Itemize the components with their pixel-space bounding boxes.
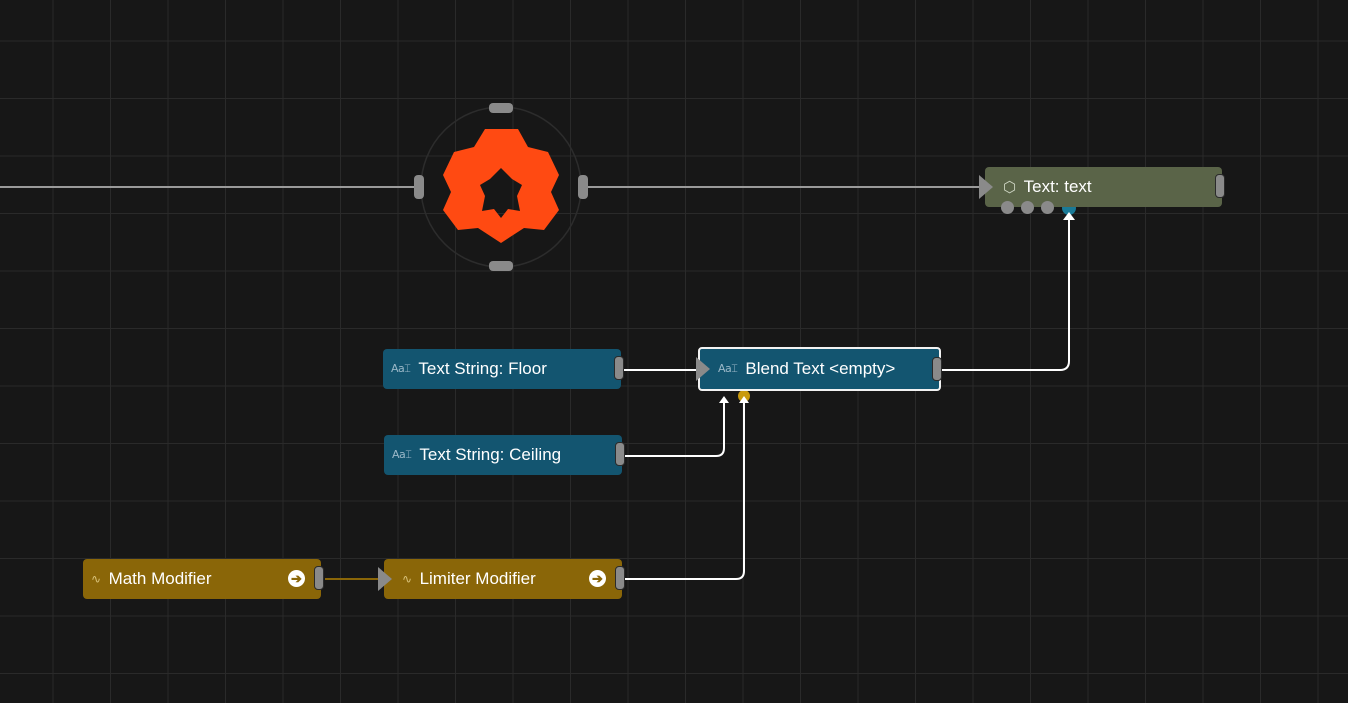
blend-port-limiter-arrow[interactable] [739, 396, 749, 403]
text-target-input-port[interactable] [979, 175, 993, 199]
logo-node[interactable] [414, 103, 588, 271]
blend-text-node[interactable]: Aa⌶ Blend Text <empty> [696, 347, 942, 391]
wire-ceiling-to-blend[interactable] [625, 403, 725, 457]
text-target-port-3[interactable] [1041, 201, 1054, 214]
text-string-floor-label: Text String: Floor [418, 359, 547, 378]
logo-handle-top[interactable] [489, 103, 513, 113]
text-target-port-2[interactable] [1021, 201, 1034, 214]
text-target-node[interactable]: ⬡ Text: text [979, 167, 1225, 214]
math-modifier-node[interactable]: ∿ Math Modifier ➔ [83, 559, 324, 599]
text-string-floor-node[interactable]: Aa⌶ Text String: Floor [383, 349, 624, 389]
arrow-right-icon[interactable]: ➔ [288, 570, 305, 587]
text-string-floor-output-port[interactable] [614, 356, 624, 380]
wave-icon: ∿ [402, 572, 412, 586]
limiter-modifier-label: Limiter Modifier [419, 569, 536, 588]
text-string-ceiling-output-port[interactable] [615, 442, 625, 466]
text-aa-icon: Aa⌶ [718, 362, 738, 375]
wave-icon: ∿ [91, 572, 101, 586]
text-string-ceiling-label: Text String: Ceiling [419, 445, 562, 464]
text-target-port-arrow[interactable] [1063, 212, 1075, 220]
limiter-modifier-input-port[interactable] [378, 567, 392, 591]
text-aa-icon: Aa⌶ [391, 362, 411, 375]
blend-text-output-port[interactable] [932, 357, 942, 381]
flower-logo-icon [420, 106, 582, 268]
text-target-output-port[interactable] [1215, 174, 1225, 198]
limiter-modifier-output-port[interactable] [615, 566, 625, 590]
limiter-modifier-node[interactable]: ∿ Limiter Modifier ➔ [378, 559, 625, 599]
logo-handle-left[interactable] [414, 175, 424, 199]
cube-icon: ⬡ [1003, 178, 1016, 196]
text-target-port-1[interactable] [1001, 201, 1014, 214]
blend-text-input-port[interactable] [696, 357, 710, 381]
wire-blend-to-text-target[interactable] [942, 216, 1070, 371]
text-aa-icon: Aa⌶ [392, 448, 412, 461]
text-string-ceiling-node[interactable]: Aa⌶ Text String: Ceiling [384, 435, 625, 475]
text-target-label: Text: text [1023, 177, 1092, 196]
blend-port-ceiling-arrow[interactable] [719, 396, 729, 403]
logo-handle-right[interactable] [578, 175, 588, 199]
wire-limiter-to-blend[interactable] [625, 403, 745, 580]
arrow-right-icon[interactable]: ➔ [589, 570, 606, 587]
logo-handle-bottom[interactable] [489, 261, 513, 271]
math-modifier-output-port[interactable] [314, 566, 324, 590]
math-modifier-label: Math Modifier [108, 569, 212, 588]
blend-text-label: Blend Text <empty> [745, 359, 896, 378]
